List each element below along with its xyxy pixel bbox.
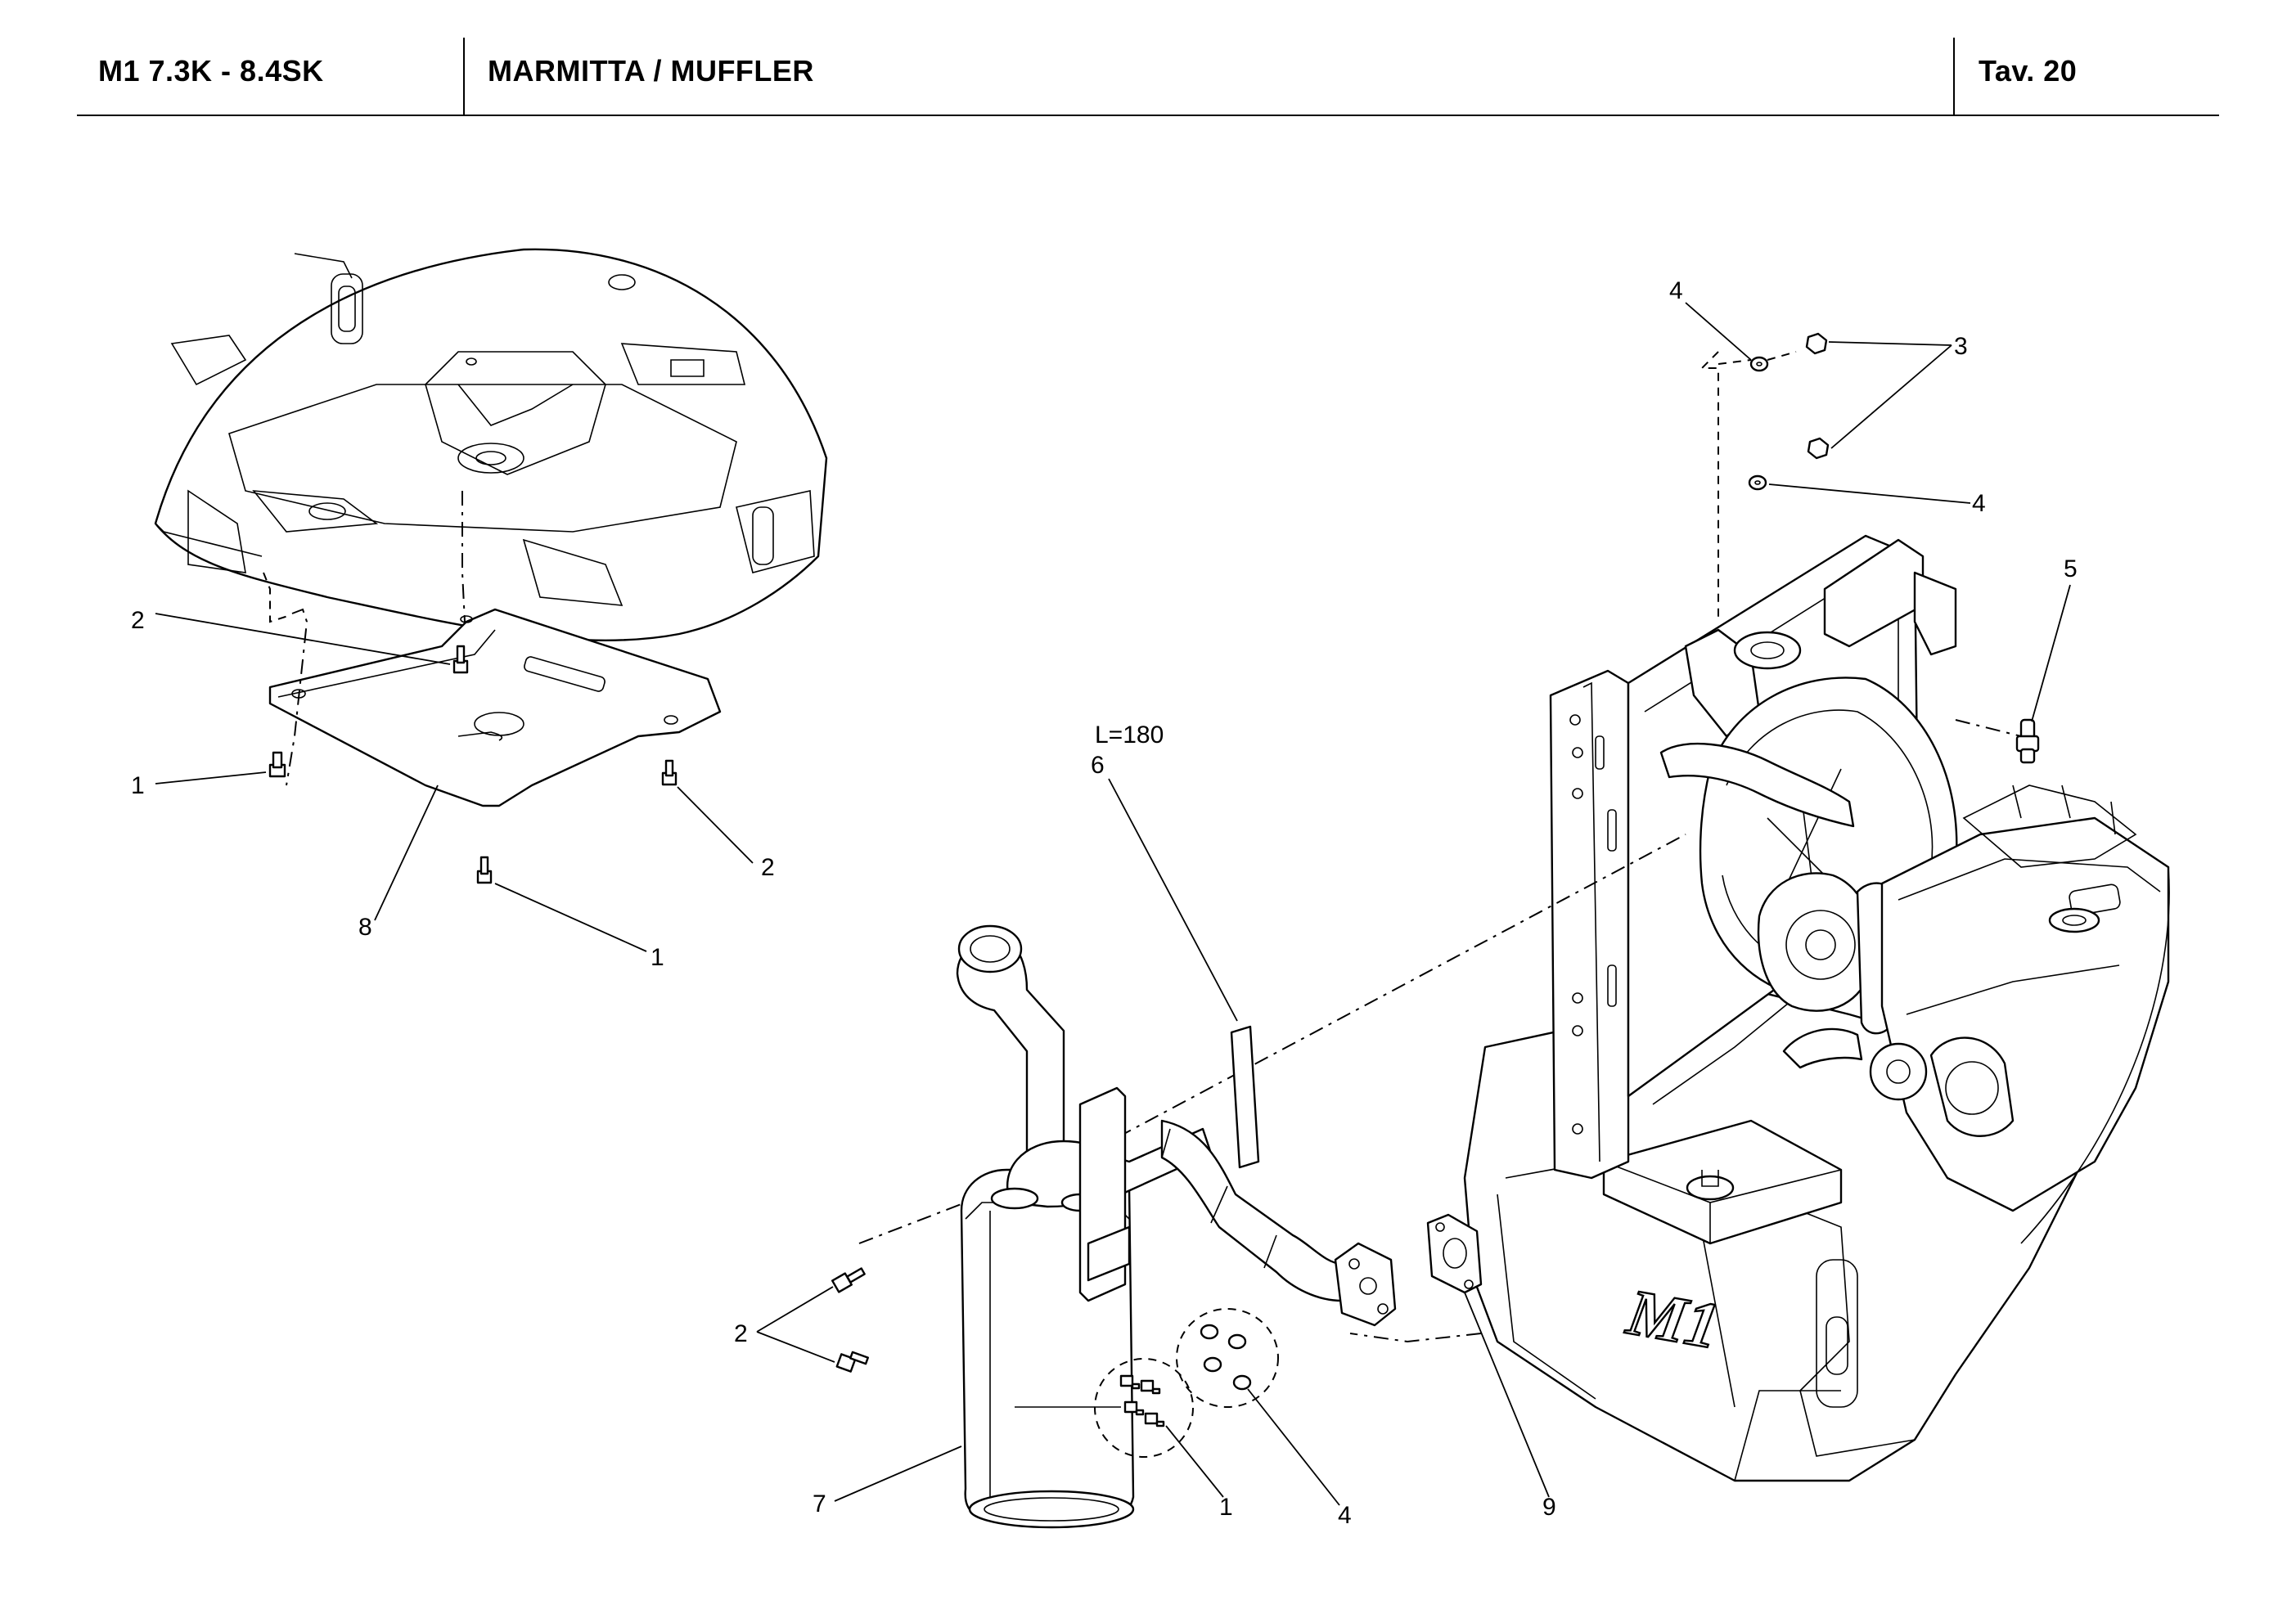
nut-icon [1807, 437, 1830, 460]
alignment-line [263, 572, 291, 623]
washer-icon [1749, 356, 1769, 372]
leader-line [1768, 483, 1971, 504]
bolt-icon [831, 1267, 866, 1293]
leader-line [155, 771, 267, 785]
bottom-guard-plate [268, 608, 722, 807]
leader-line [1828, 341, 1952, 346]
callout-1: 1 [1219, 1494, 1233, 1521]
leader-line [494, 883, 647, 952]
muffler [956, 924, 1397, 1529]
temperature-sensor-icon [2015, 718, 2040, 764]
nut-icon [1805, 332, 1828, 355]
header-rule [77, 115, 2219, 116]
callout-4: 4 [1669, 277, 1683, 304]
alignment-line [1349, 1333, 1482, 1343]
callout-4: 4 [1338, 1502, 1352, 1529]
callout-1: 1 [651, 944, 664, 971]
washer-group-detail [1176, 1308, 1279, 1408]
page-title: MARMITTA / MUFFLER [488, 54, 814, 88]
callout-3: 3 [1954, 333, 1968, 360]
leader-line [155, 613, 451, 665]
leader-line [756, 1286, 834, 1333]
alignment-line [461, 491, 466, 623]
leader-line [1108, 778, 1238, 1022]
bolt-group-detail [1094, 1358, 1194, 1458]
callout-6: 6 [1091, 752, 1105, 779]
model-label: M1 7.3K - 8.4SK [98, 54, 324, 88]
bolt-icon [661, 759, 678, 786]
leader-line [834, 1445, 962, 1502]
bolt-icon [476, 856, 493, 884]
leader-line [1685, 302, 1752, 361]
bolt-icon [268, 751, 286, 778]
heat-shield-strip [1230, 1025, 1260, 1169]
callout-1: 1 [131, 772, 145, 799]
callout-8: 8 [358, 914, 372, 941]
bolt-icon [452, 645, 469, 674]
alignment-line [1699, 351, 1719, 622]
leader-line [1165, 1425, 1224, 1498]
callout-4: 4 [1972, 490, 1986, 517]
exhaust-gasket [1426, 1213, 1483, 1294]
leader-line [1247, 1388, 1340, 1506]
callout-2: 2 [761, 854, 775, 881]
alignment-line [1955, 719, 2022, 737]
leader-line [756, 1331, 835, 1363]
header-divider-left [463, 38, 465, 115]
length-label: L=180 [1095, 722, 1164, 749]
alignment-line [1717, 351, 1797, 365]
header-divider-right [1953, 38, 1955, 115]
callout-2: 2 [734, 1320, 748, 1347]
table-number: Tav. 20 [1979, 54, 2078, 88]
callout-5: 5 [2064, 555, 2078, 582]
alignment-line [286, 608, 308, 786]
callout-9: 9 [1542, 1494, 1556, 1521]
leader-line [677, 786, 754, 864]
page-header: M1 7.3K - 8.4SK MARMITTA / MUFFLER Tav. … [0, 0, 2296, 123]
callout-2: 2 [131, 607, 145, 634]
m1-logo-icon: M1 [1621, 1276, 1725, 1363]
leader-line [1830, 344, 1952, 449]
leader-line [2031, 584, 2071, 722]
leader-line [374, 785, 439, 921]
engine-assembly: M1 [1463, 534, 2170, 1482]
bolt-icon [835, 1351, 869, 1373]
machine-underside-detail [154, 248, 828, 642]
washer-icon [1748, 474, 1767, 491]
leader-line [1464, 1292, 1550, 1498]
callout-7: 7 [813, 1490, 826, 1517]
